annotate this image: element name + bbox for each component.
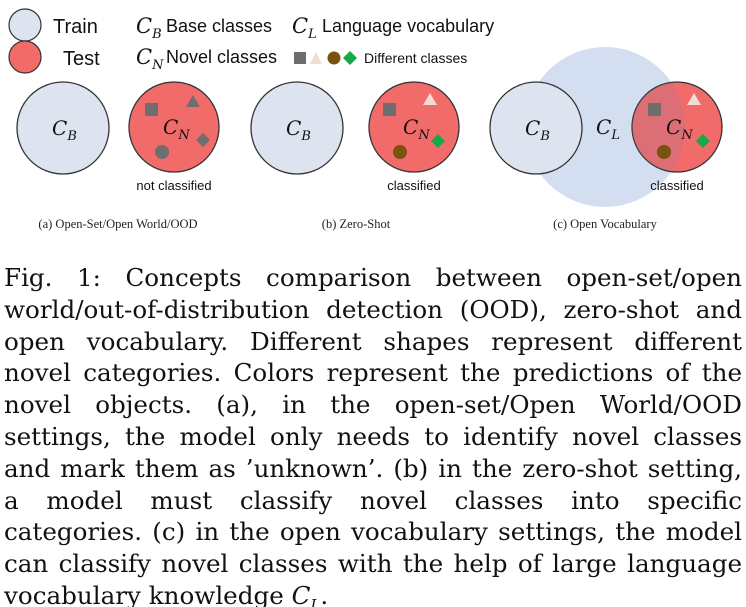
base-class-symbol: CB: [525, 116, 550, 144]
triangle-icon: [186, 95, 200, 107]
panel-c: CB CL CN classified (c) Open Vocabulary: [489, 47, 723, 231]
novel-class-symbol: CN: [163, 115, 190, 143]
square-icon: [294, 52, 306, 64]
triangle-icon: [687, 93, 701, 105]
panel-caption: (a) Open-Set/Open World/OOD: [38, 217, 197, 231]
legend-cl-label: Language vocabulary: [322, 16, 494, 36]
train-legend-swatch: [8, 8, 42, 42]
caption-text: Concepts comparison between open-set/ope…: [4, 263, 742, 607]
diamond-icon: [196, 133, 210, 147]
test-legend-label: Test: [63, 48, 100, 70]
circle-icon: [657, 145, 671, 159]
concept-figure: Train Test CB Base classes CN Novel clas…: [8, 8, 723, 231]
circle-icon: [327, 51, 341, 65]
square-icon: [383, 103, 396, 116]
diamond-icon: [343, 51, 357, 65]
legend-shapes-label: Different classes: [364, 50, 467, 66]
circle-icon: [155, 145, 169, 159]
figure-caption: Fig. 1: Concepts comparison between open…: [4, 262, 742, 607]
circle-icon: [393, 145, 407, 159]
legend-cl-symbol: CL: [292, 14, 317, 42]
diamond-icon: [431, 134, 445, 148]
status-label: not classified: [136, 178, 211, 193]
legend-cn-symbol: CN: [136, 45, 164, 73]
legend-cb-symbol: CB: [136, 14, 162, 42]
diamond-icon: [696, 134, 710, 148]
legend-cn-label: Novel classes: [166, 47, 277, 67]
novel-class-symbol: CN: [403, 115, 430, 143]
square-icon: [648, 103, 661, 116]
panel-b: CB CN classified (b) Zero-Shot: [250, 81, 460, 231]
status-label: classified: [387, 178, 440, 193]
panel-caption: (c) Open Vocabulary: [553, 217, 657, 231]
base-class-circle: [16, 81, 110, 175]
triangle-icon: [423, 93, 437, 105]
caption-cl-symbol: CL: [291, 580, 321, 607]
train-legend-label: Train: [53, 16, 98, 38]
caption-end: .: [320, 580, 329, 607]
language-vocabulary-circle: [525, 47, 685, 207]
legend-shape-icons: [294, 51, 357, 65]
triangle-icon: [310, 52, 322, 64]
base-class-symbol: CB: [286, 116, 311, 144]
panel-caption: (b) Zero-Shot: [322, 217, 391, 231]
caption-label: Fig. 1:: [4, 263, 101, 292]
base-class-circle: [250, 81, 344, 175]
vocabulary-symbol: CL: [596, 115, 620, 143]
novel-class-symbol: CN: [666, 115, 693, 143]
base-class-circle: [489, 81, 583, 175]
panel-a: CB CN not classified (a) Open-Set/Open W…: [16, 81, 220, 231]
square-icon: [145, 103, 158, 116]
status-label: classified: [650, 178, 703, 193]
test-legend-swatch: [8, 40, 42, 74]
legend-cb-label: Base classes: [166, 16, 272, 36]
base-class-symbol: CB: [52, 116, 77, 144]
